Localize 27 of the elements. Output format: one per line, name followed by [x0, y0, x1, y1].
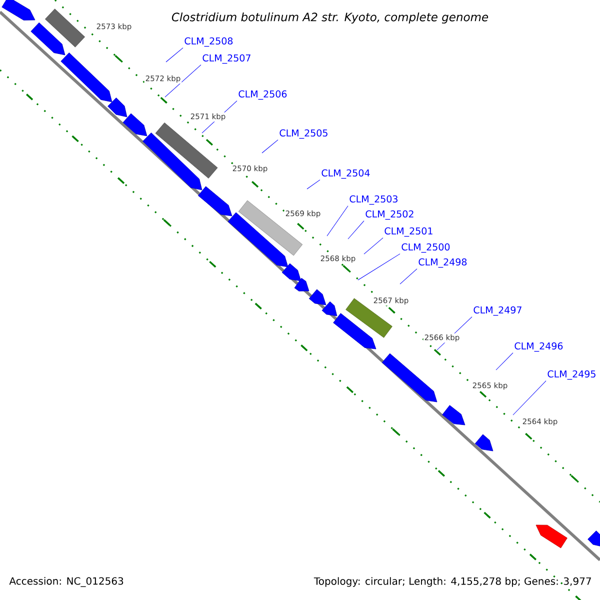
gene-label: CLM_2503 [350, 195, 398, 205]
leader-line [496, 352, 514, 370]
title: Clostridium botulinum A2 str. Kyoto, complete genome [172, 12, 488, 24]
gene-label: CLM_2501 [384, 227, 432, 237]
accession-text: Accession: NC_012563 [9, 577, 124, 587]
leader-line [348, 220, 364, 240]
leader-line [326, 206, 348, 236]
gene-label: CLM_2506 [238, 90, 287, 100]
gene-label: CLM_2497 [474, 306, 522, 316]
gene-label: CLM_2508 [184, 37, 233, 47]
gene-label: CLM_2502 [366, 210, 414, 220]
gene-label: CLM_2498 [418, 258, 467, 268]
leader-line [262, 140, 278, 154]
leader-line [358, 254, 400, 280]
leader-line [306, 180, 320, 190]
gene-label: CLM_2496 [514, 342, 563, 352]
genome-info-text: Topology: circular; Length: 4,155,278 bp; Genes: 3,977 [314, 577, 591, 587]
gene-label: CLM_2507 [202, 54, 250, 64]
gene-label: CLM_2505 [280, 129, 328, 139]
gene-label: CLM_2495 [548, 370, 596, 380]
leader-line [364, 238, 384, 254]
leader-line [512, 380, 546, 416]
leader-line [164, 64, 202, 98]
leader-line [166, 48, 184, 62]
gene-label: CLM_2504 [322, 169, 370, 179]
leader-line [400, 268, 418, 284]
gene-label: CLM_2500 [402, 243, 450, 253]
